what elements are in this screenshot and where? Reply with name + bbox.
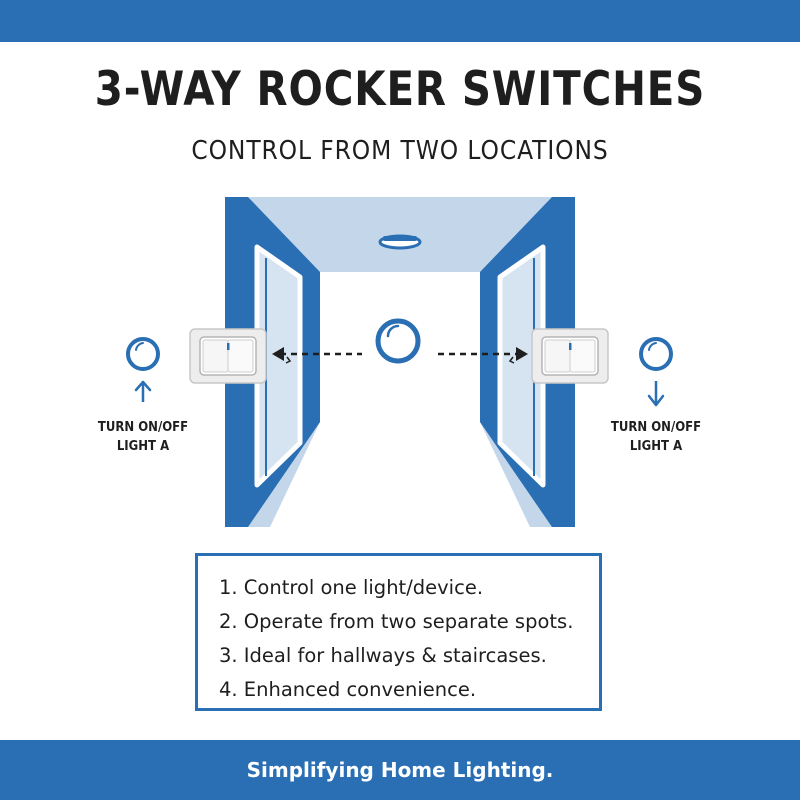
rocker-switch-right-icon (531, 328, 609, 384)
right-door (497, 244, 546, 488)
page-subtitle: CONTROL FROM TWO LOCATIONS (191, 136, 609, 166)
light-bulb-icon (375, 318, 421, 364)
features-list: 1. Control one light/device. 2. Operate … (219, 571, 599, 707)
feature-item: 1. Control one light/device. (219, 576, 484, 599)
tagline: Simplifying Home Lighting. (246, 758, 554, 782)
ceiling-light-icon (378, 234, 422, 250)
left-caption-line1: TURN ON/OFF (97, 420, 189, 435)
feature-item: 3. Ideal for hallways & staircases. (219, 644, 547, 667)
right-caption: TURN ON/OFF LIGHT A (602, 418, 710, 456)
features-box: 1. Control one light/device. 2. Operate … (195, 553, 602, 711)
arrow-up-icon (134, 380, 152, 402)
page-title: 3-WAY ROCKER SWITCHES (94, 62, 706, 117)
dashed-arrow-right (438, 347, 528, 364)
right-bulb-icon (639, 337, 673, 371)
dashed-arrow-left (272, 347, 362, 364)
feature-item: 2. Operate from two separate spots. (219, 610, 574, 633)
left-door (254, 244, 303, 488)
top-banner (0, 0, 800, 42)
bottom-banner: Simplifying Home Lighting. (0, 740, 800, 800)
left-bulb-icon (126, 337, 160, 371)
hallway-scene (126, 197, 673, 527)
left-caption-line2: LIGHT A (116, 439, 170, 454)
right-caption-line2: LIGHT A (629, 439, 683, 454)
hallway-illustration (0, 190, 800, 530)
rocker-switch-left-icon (189, 328, 267, 384)
feature-item: 4. Enhanced convenience. (219, 678, 477, 701)
arrow-down-icon (647, 381, 665, 407)
floor (270, 422, 530, 527)
left-caption: TURN ON/OFF LIGHT A (89, 418, 197, 456)
right-caption-line1: TURN ON/OFF (610, 420, 702, 435)
